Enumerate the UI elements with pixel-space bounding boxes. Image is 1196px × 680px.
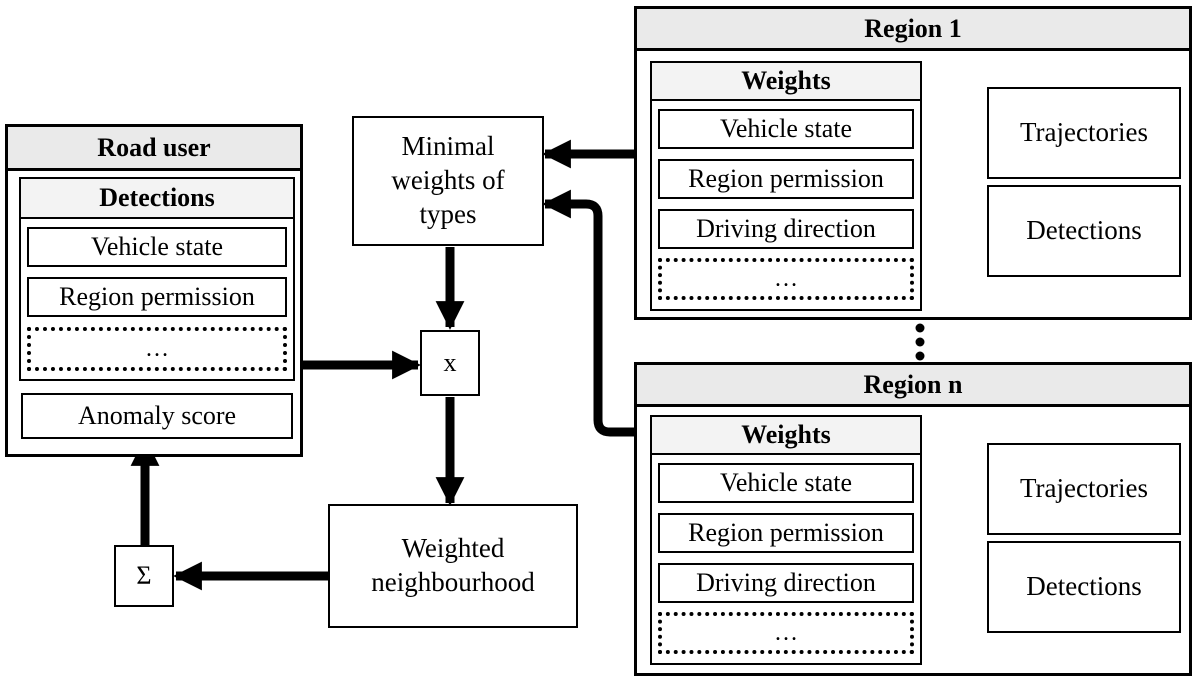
region-n-panel: Region n Weights Vehicle state Region pe… (634, 362, 1192, 676)
region-n-driving-direction: Driving direction (658, 563, 914, 603)
weighted-neighbourhood-line2: neighbourhood (371, 567, 535, 597)
region-n-weights-title: Weights (652, 417, 920, 455)
region-1-more-items: … (658, 258, 914, 300)
region-n-trajectories: Trajectories (987, 443, 1181, 535)
road-user-vehicle-state: Vehicle state (27, 227, 287, 267)
region-1-trajectories: Trajectories (987, 87, 1181, 179)
road-user-detections-title: Detections (21, 179, 293, 219)
road-user-detections-group: Detections Vehicle state Region permissi… (19, 177, 295, 381)
road-user-title: Road user (8, 127, 300, 171)
vertical-ellipsis-icon (915, 323, 925, 361)
region-1-driving-direction: Driving direction (658, 209, 914, 249)
region-1-weights-title: Weights (652, 63, 920, 101)
region-1-panel: Region 1 Weights Vehicle state Region pe… (634, 6, 1192, 320)
sum-operator: Σ (114, 545, 174, 607)
region-1-region-permission: Region permission (658, 159, 914, 199)
region-n-weights-group: Weights Vehicle state Region permission … (650, 415, 922, 665)
road-user-more-items: … (27, 327, 287, 371)
weighted-neighbourhood-line1: Weighted (401, 533, 505, 564)
weighted-neighbourhood-node: Weighted neighbourhood (328, 504, 578, 628)
road-user-panel: Road user Detections Vehicle state Regio… (5, 124, 303, 457)
minimal-weights-node: Minimal weights of types (352, 116, 544, 246)
region-1-weights-group: Weights Vehicle state Region permission … (650, 61, 922, 311)
region-n-vehicle-state: Vehicle state (658, 463, 914, 503)
arrow-regionn-to-minimal (542, 189, 648, 437)
multiply-operator: x (420, 330, 480, 396)
anomaly-score: Anomaly score (21, 393, 293, 439)
region-n-more-items: … (658, 612, 914, 654)
minimal-weights-line3: types (419, 198, 477, 229)
region-n-title: Region n (637, 365, 1189, 407)
road-user-region-permission: Region permission (27, 277, 287, 317)
minimal-weights-line2: weights of (391, 165, 505, 196)
region-1-detections: Detections (987, 185, 1181, 277)
region-1-title: Region 1 (637, 9, 1189, 51)
minimal-weights-line1: Minimal (401, 131, 495, 162)
region-n-region-permission: Region permission (658, 513, 914, 553)
region-1-vehicle-state: Vehicle state (658, 109, 914, 149)
region-n-detections: Detections (987, 541, 1181, 633)
